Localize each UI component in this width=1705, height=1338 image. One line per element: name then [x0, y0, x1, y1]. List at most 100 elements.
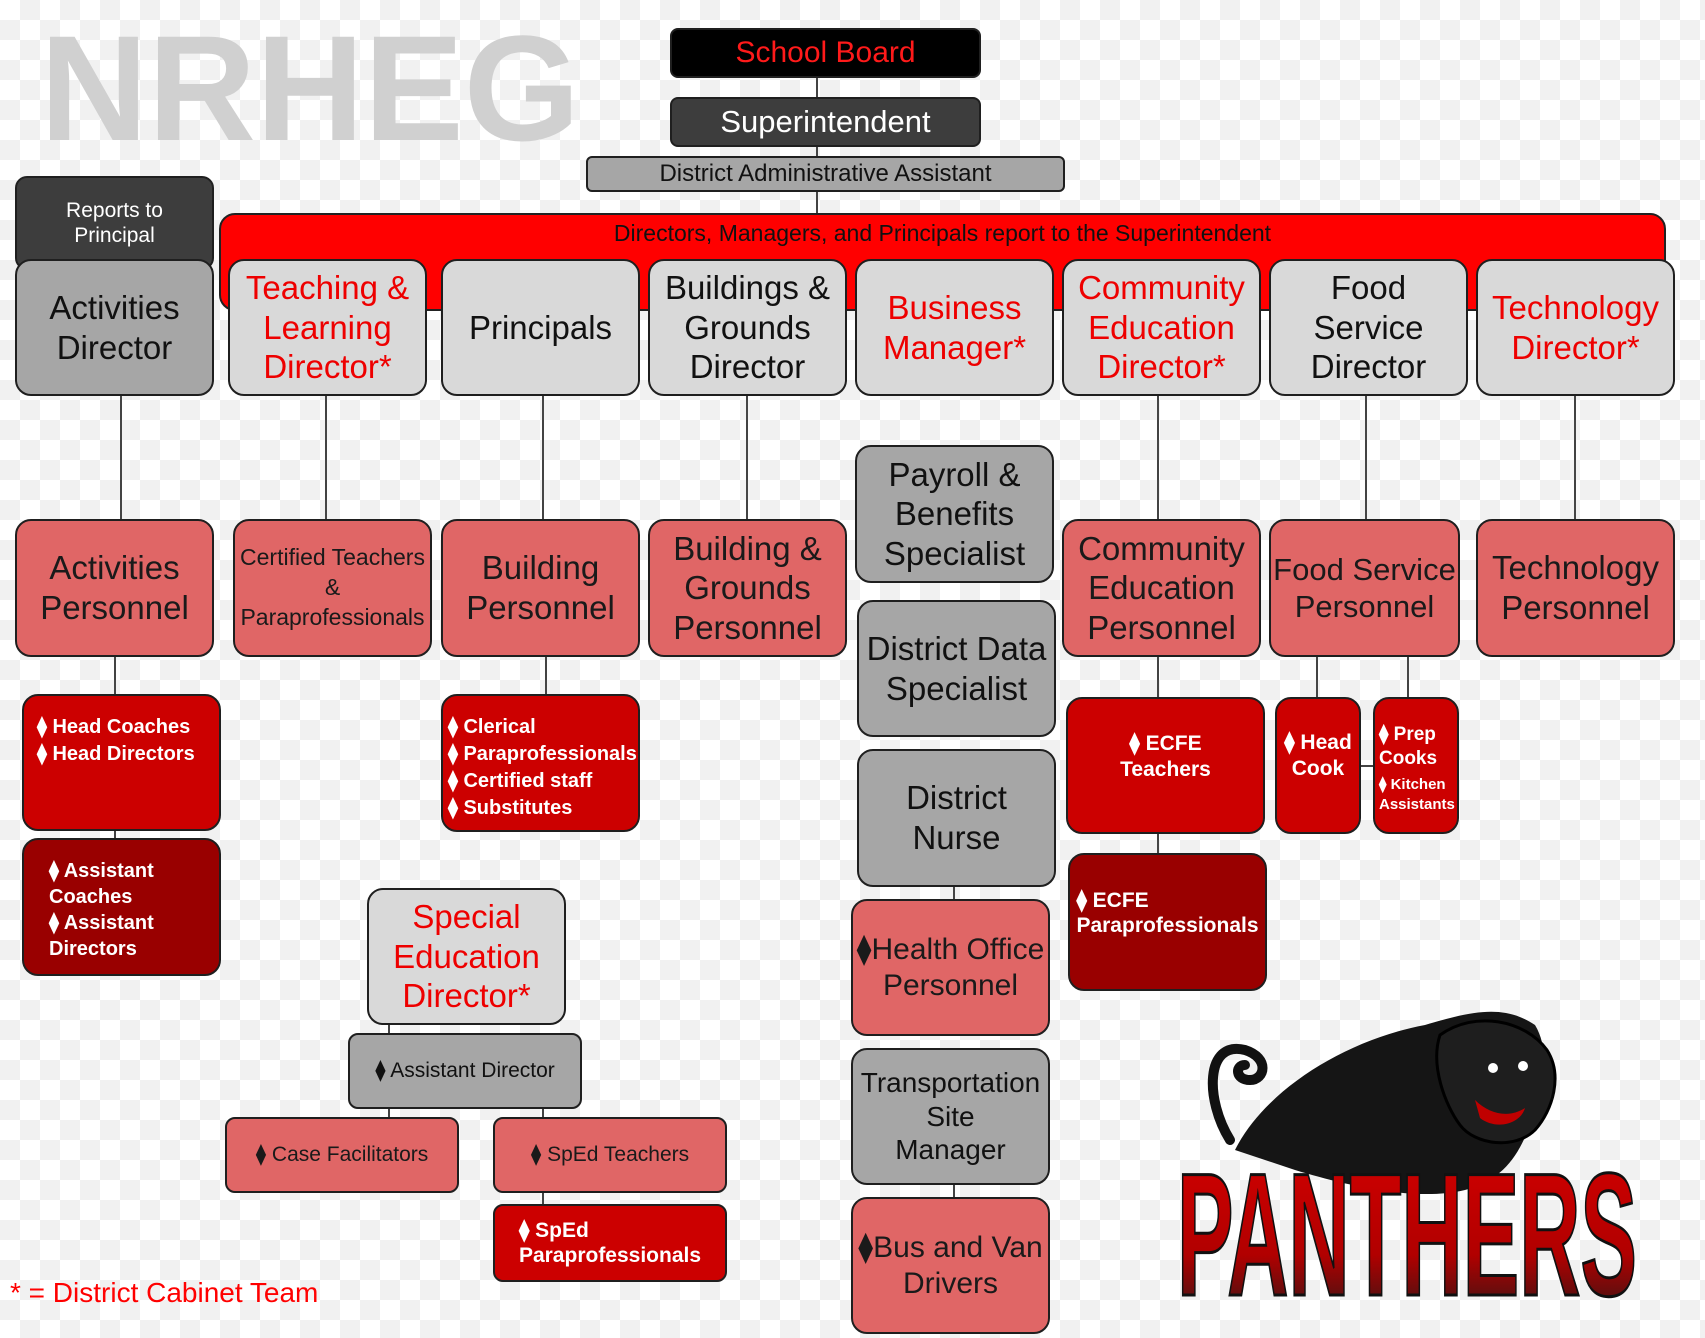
bus-drivers-box: ⧫Bus and Van Drivers: [851, 1197, 1050, 1334]
grounds-personnel-label: Building & Grounds Personnel: [673, 529, 822, 646]
logo-text: NRHEG: [40, 20, 580, 150]
connector: [1360, 765, 1374, 767]
sped-paras-label: ⧫ SpEd Paraprofessionals: [518, 1218, 702, 1267]
building-staff-list: ⧫ Clerical ⧫ Paraprofessionals ⧫ Certifi…: [441, 694, 640, 832]
connector: [114, 656, 116, 694]
transportation-manager-label: Transportation Site Manager: [860, 1067, 1041, 1166]
report-banner-label: Directors, Managers, and Principals repo…: [613, 220, 1272, 246]
district-nurse-label: District Nurse: [906, 779, 1007, 856]
activities-director-label: Activities Director: [49, 288, 180, 366]
sped-teachers-label: ⧫ SpEd Teachers: [530, 1143, 690, 1167]
head-cook-label: ⧫ Head Cook: [1284, 731, 1352, 780]
teaching-learning-director-label: Teaching & Learning Director*: [245, 269, 410, 386]
panther-head: [1435, 1019, 1557, 1145]
head-coaches-list: ⧫ Head Coaches ⧫ Head Directors: [22, 694, 221, 831]
connector: [746, 395, 748, 520]
panther-mascot-image: PANTHERS: [1176, 1011, 1639, 1305]
activities-personnel-box: Activities Personnel: [15, 519, 214, 657]
certified-teachers-box: Certified Teachers & Paraprofessionals: [233, 519, 432, 657]
sped-teachers-box: ⧫ SpEd Teachers: [493, 1117, 727, 1193]
connector: [1316, 656, 1318, 697]
community-personnel-label: Community Education Personnel: [1078, 529, 1245, 646]
principals-label: Principals: [468, 308, 613, 346]
connector: [325, 395, 327, 520]
ecfe-paras-box: ⧫ ECFE Paraprofessionals: [1068, 853, 1267, 991]
special-education-director-box: Special Education Director*: [367, 888, 566, 1025]
certified-teachers-label: Certified Teachers & Paraprofessionals: [240, 544, 425, 630]
ecfe-teachers-label: ⧫ ECFE Teachers: [1120, 732, 1211, 781]
community-education-director-box: Community Education Director*: [1062, 259, 1261, 396]
panther-tail: [1207, 1043, 1268, 1145]
building-personnel-box: Building Personnel: [441, 519, 640, 657]
community-education-director-label: Community Education Director*: [1078, 269, 1245, 386]
school-board-box: School Board: [670, 28, 981, 78]
payroll-specialist-box: Payroll & Benefits Specialist: [855, 445, 1054, 583]
panthers-wordmark: PANTHERS: [1177, 1138, 1637, 1305]
assistant-coaches-list: ⧫ Assistant Coaches ⧫ Assistant Director…: [22, 838, 221, 976]
connector: [953, 1185, 955, 1197]
connector: [542, 1108, 544, 1118]
list-item: ⧫ Assistant Directors: [49, 912, 154, 960]
assistant-director-box: ⧫ Assistant Director: [348, 1033, 582, 1109]
connector: [1365, 395, 1367, 520]
connector: [120, 395, 122, 520]
activities-director-box: Activities Director: [15, 259, 214, 396]
bus-drivers-label: ⧫Bus and Van Drivers: [858, 1230, 1043, 1300]
prep-cooks-label: ⧫ Prep Cooks: [1379, 724, 1438, 769]
connector: [816, 74, 818, 98]
food-personnel-box: Food Service Personnel: [1269, 519, 1460, 657]
nrheg-logo: NRHEG: [40, 20, 580, 150]
connector: [1157, 395, 1159, 520]
buildings-grounds-director-label: Buildings & Grounds Director: [664, 269, 831, 386]
reports-to-principal-label: Reports to Principal: [66, 198, 163, 247]
assistant-director-label: ⧫ Assistant Director: [375, 1059, 555, 1083]
reports-to-principal-box: Reports to Principal: [15, 176, 214, 270]
business-manager-label: Business Manager*: [882, 288, 1027, 366]
list-item: ⧫ Substitutes: [448, 797, 573, 819]
food-service-director-box: Food Service Director: [1269, 259, 1468, 396]
grounds-personnel-box: Building & Grounds Personnel: [648, 519, 847, 657]
list-item: ⧫ Head Directors: [37, 743, 195, 765]
admin-assistant-box: District Administrative Assistant: [586, 156, 1065, 192]
district-nurse-box: District Nurse: [857, 749, 1056, 887]
connector: [1574, 395, 1576, 520]
list-item: ⧫ Certified staff: [448, 770, 593, 792]
list-item: ⧫ Paraprofessionals: [448, 743, 637, 765]
connector: [1157, 656, 1159, 697]
admin-assistant-label: District Administrative Assistant: [659, 159, 992, 187]
business-manager-box: Business Manager*: [855, 259, 1054, 396]
health-office-box: ⧫Health Office Personnel: [851, 899, 1050, 1036]
kitchen-assistants-label: ⧫ Kitchen Assistants: [1379, 775, 1455, 813]
connector: [542, 395, 544, 520]
food-personnel-label: Food Service Personnel: [1273, 551, 1456, 624]
technology-director-box: Technology Director*: [1476, 259, 1675, 396]
connector: [1407, 656, 1409, 697]
ecfe-paras-label: ⧫ ECFE Paraprofessionals: [1076, 888, 1259, 937]
data-specialist-label: District Data Specialist: [866, 629, 1047, 707]
community-personnel-box: Community Education Personnel: [1062, 519, 1261, 657]
school-board-label: School Board: [735, 36, 916, 69]
activities-personnel-label: Activities Personnel: [40, 549, 189, 626]
connector: [114, 830, 116, 838]
connector: [816, 146, 818, 158]
buildings-grounds-director-box: Buildings & Grounds Director: [648, 259, 847, 396]
special-education-director-label: Special Education Director*: [393, 898, 540, 1015]
technology-director-label: Technology Director*: [1492, 288, 1659, 366]
ecfe-teachers-box: ⧫ ECFE Teachers: [1066, 697, 1265, 834]
panther-mouth: [1475, 1100, 1525, 1125]
list-item: ⧫ Head Coaches: [37, 716, 191, 738]
data-specialist-box: District Data Specialist: [857, 600, 1056, 737]
health-office-label: ⧫Health Office Personnel: [856, 932, 1045, 1002]
transportation-manager-box: Transportation Site Manager: [851, 1048, 1050, 1185]
superintendent-label: Superintendent: [720, 104, 931, 140]
connector: [388, 1108, 390, 1118]
head-cook-box: ⧫ Head Cook: [1275, 697, 1361, 834]
connector: [1157, 833, 1159, 853]
payroll-specialist-label: Payroll & Benefits Specialist: [883, 455, 1026, 572]
list-item: ⧫ Assistant Coaches: [49, 860, 154, 908]
case-facilitators-label: ⧫ Case Facilitators: [255, 1143, 429, 1167]
connector: [545, 656, 547, 694]
food-service-director-label: Food Service Director: [1310, 269, 1427, 386]
list-item: ⧫ Clerical: [448, 716, 536, 738]
technology-personnel-label: Technology Personnel: [1492, 549, 1659, 626]
